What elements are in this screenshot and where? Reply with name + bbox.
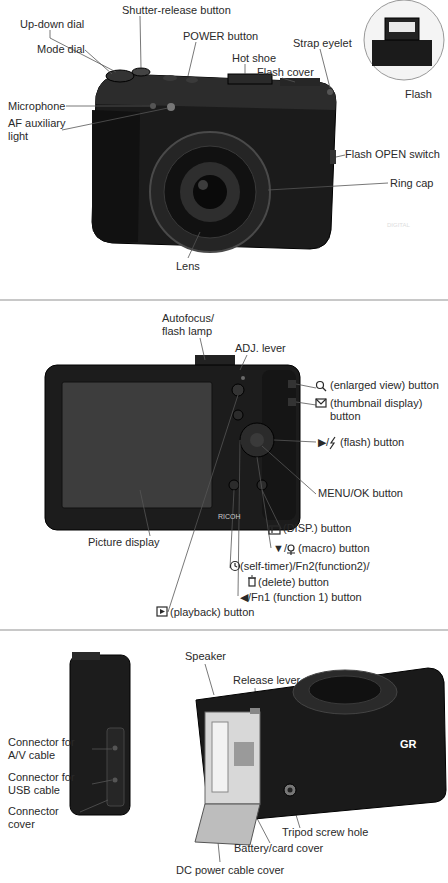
part-label: ▶/ <box>318 436 329 449</box>
part-label: Up-down dial <box>20 18 84 31</box>
part-label: (thumbnail display) button <box>330 397 440 423</box>
part-label: Mode dial <box>37 43 85 56</box>
part-label: (macro) button <box>298 542 370 555</box>
part-label: Battery/card cover <box>234 842 323 855</box>
camera-side <box>70 652 130 815</box>
part-label: Flash cover <box>257 66 314 79</box>
part-label: Release lever <box>233 674 300 687</box>
part-label: Lens <box>176 260 200 273</box>
part-label: Connector cover <box>8 805 78 831</box>
part-label: GR <box>386 206 406 221</box>
part-label: (delete) button <box>258 576 329 589</box>
part-label: Flash <box>405 88 432 101</box>
leader-lines <box>50 16 388 258</box>
part-label: RICOH <box>218 512 241 521</box>
part-label: Picture display <box>88 536 160 549</box>
part-label: Ring cap <box>390 177 433 190</box>
part-label: ADJ. lever <box>235 342 286 355</box>
part-label: (self-timer)/Fn2(function2)/ <box>240 560 370 573</box>
part-label: Strap eyelet <box>293 37 352 50</box>
part-label: (flash) button <box>340 436 404 449</box>
part-label: AF auxiliary light <box>8 117 78 143</box>
part-label: DC power cable cover <box>176 864 284 877</box>
button-icons <box>157 382 335 617</box>
camera-back <box>45 355 300 530</box>
part-label: (DISP.) button <box>283 522 351 535</box>
part-label: ◀/Fn1 (function 1) button <box>240 591 362 604</box>
camera-front <box>92 68 336 252</box>
part-label: Autofocus/ flash lamp <box>162 312 232 338</box>
part-label: Microphone <box>8 100 65 113</box>
part-label: Connector for USB cable <box>8 771 93 797</box>
part-label: Tripod screw hole <box>282 826 368 839</box>
flash-inset <box>364 0 444 80</box>
part-label: Hot shoe <box>232 52 276 65</box>
part-label: DIGITAL <box>387 221 410 229</box>
part-label: Shutter-release button <box>122 4 231 17</box>
separator <box>0 299 448 301</box>
part-label: ▼/ <box>273 542 287 555</box>
camera-bottom <box>195 668 446 845</box>
playback-icon <box>160 609 165 614</box>
part-label: Connector for A/V cable <box>8 736 93 762</box>
part-label: (enlarged view) button <box>330 379 439 392</box>
part-label: (playback) button <box>170 606 254 619</box>
part-label: GR <box>400 738 417 751</box>
part-label: MENU/OK button <box>318 487 403 500</box>
separator <box>0 629 448 631</box>
part-label: Flash OPEN switch <box>345 148 440 161</box>
part-label: Speaker <box>185 650 226 663</box>
part-label: POWER button <box>183 30 258 43</box>
